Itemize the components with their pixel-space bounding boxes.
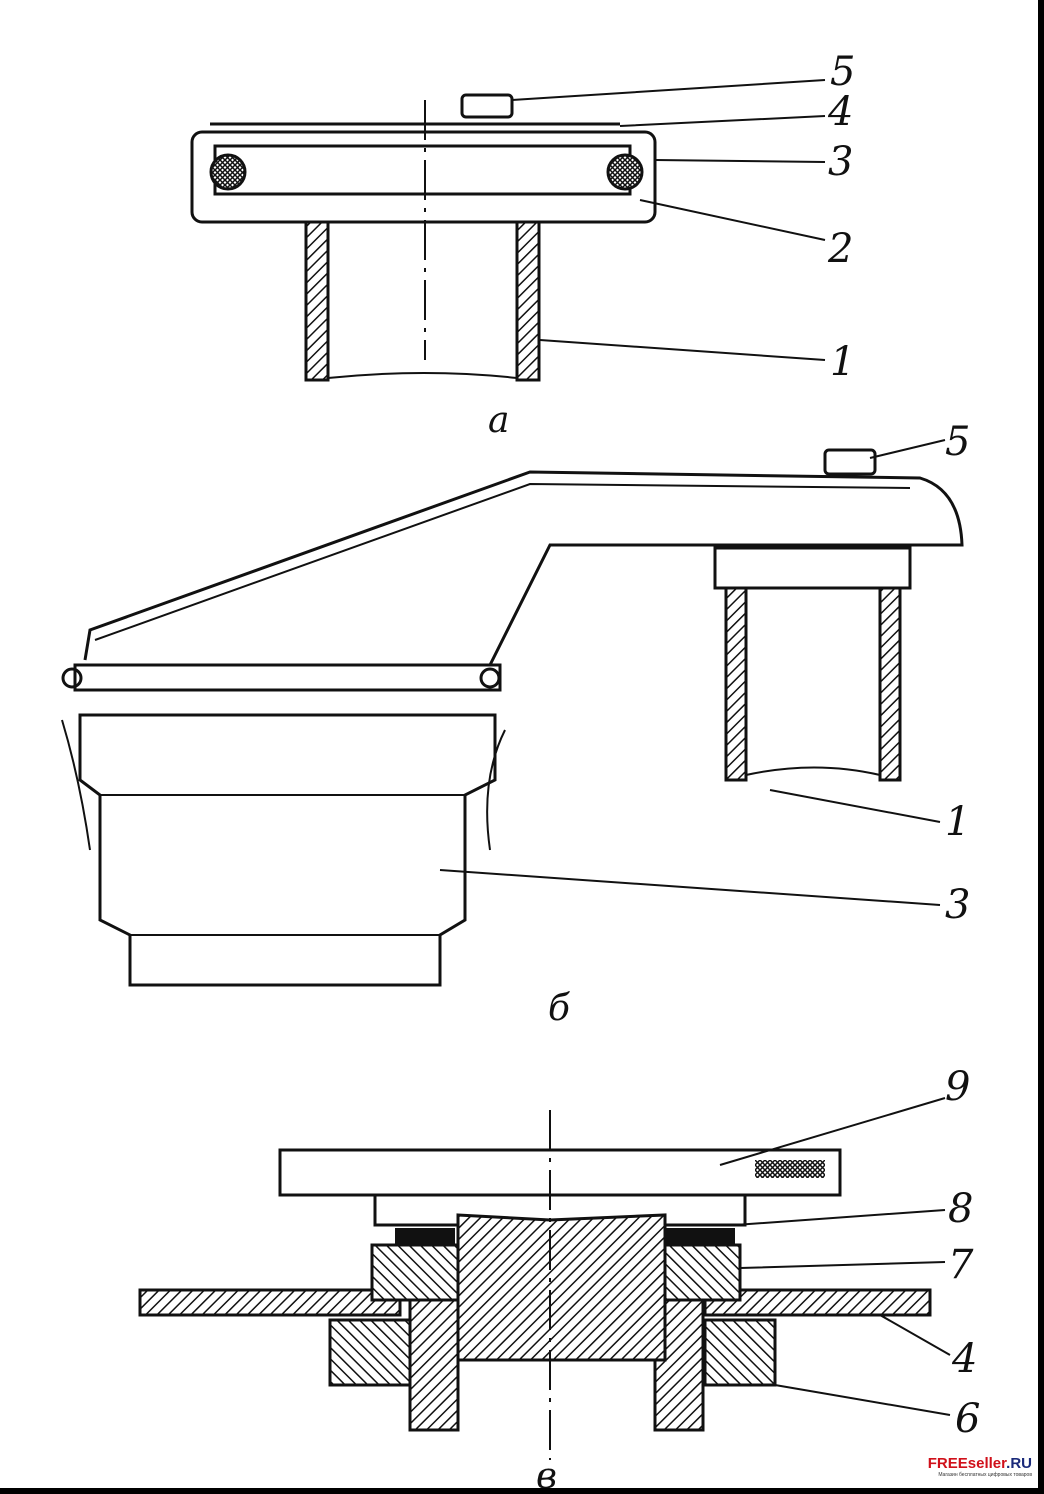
border: [0, 1488, 1044, 1494]
figure-b: 5 1 3 б: [61, 419, 970, 1029]
lever: [83, 470, 964, 666]
svg-text:а: а: [488, 400, 509, 441]
hub: [456, 1213, 667, 1362]
container-3: [78, 713, 497, 987]
watermark-brand: FREEseller: [927, 1455, 1007, 1472]
svg-text:1: 1: [830, 339, 855, 385]
gasket-8: [395, 1228, 455, 1244]
plate-4: [138, 1288, 402, 1317]
svg-text:1: 1: [945, 799, 970, 845]
svg-text:7: 7: [948, 1242, 974, 1288]
svg-text:5: 5: [830, 49, 855, 95]
svg-text:9: 9: [945, 1064, 970, 1110]
svg-text:в: в: [536, 1456, 557, 1494]
svg-text:3: 3: [828, 139, 853, 185]
svg-text:б: б: [548, 988, 571, 1029]
figure-a: 5 4 3 2 1 а: [190, 49, 855, 441]
figure-v: 9 8 7 4 6 в: [138, 1064, 980, 1494]
ring-7: [370, 1243, 462, 1302]
watermark-tagline: Магазин бесплатных цифровых товаров: [938, 1472, 1032, 1478]
svg-text:8: 8: [948, 1186, 973, 1232]
watermark: FREEseller.RU Магазин бесплатных цифровы…: [928, 1455, 1032, 1478]
housing-3: [190, 130, 657, 224]
nut-6: [328, 1318, 412, 1387]
svg-text:5: 5: [945, 419, 970, 465]
watermark-domain: .RU: [1006, 1455, 1032, 1472]
valve-plate: [213, 144, 632, 196]
crossbar: [73, 663, 502, 692]
svg-text:4: 4: [951, 1336, 977, 1382]
border: [1038, 0, 1044, 1494]
seal-2: [209, 153, 247, 191]
knob-5: [460, 93, 514, 119]
svg-text:3: 3: [945, 882, 970, 928]
svg-text:6: 6: [955, 1396, 980, 1442]
svg-text:2: 2: [827, 226, 853, 272]
svg-text:4: 4: [827, 89, 853, 135]
pipe-1: [304, 220, 330, 382]
